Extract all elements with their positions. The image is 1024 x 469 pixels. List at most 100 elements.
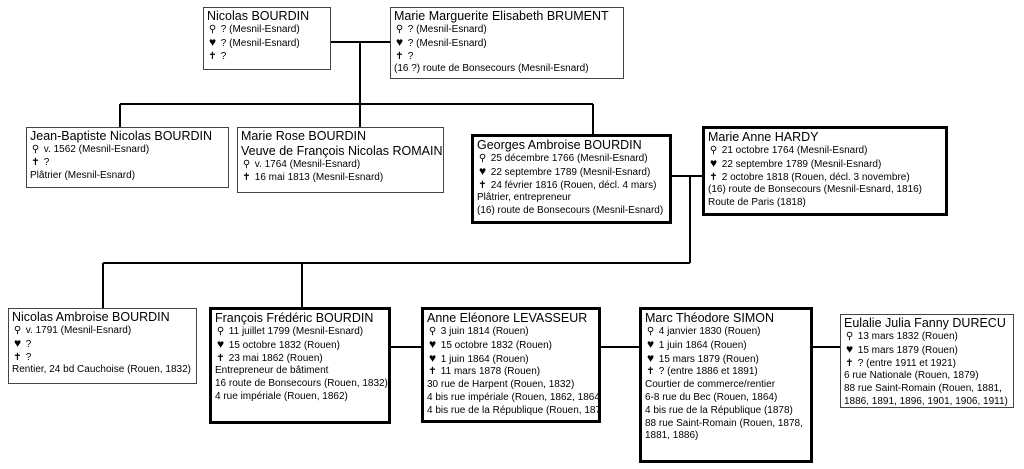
address-value-3: 88 rue Saint-Romain (Rouen, 1878, 1881, … <box>645 417 803 442</box>
birth-icon: ⚲ <box>208 24 217 35</box>
marriage-icon: ♥ <box>428 336 437 351</box>
marriage-icon: ♥ <box>646 336 655 351</box>
address-value-3: 4 bis rue de la République (Rouen, 1878) <box>427 404 601 416</box>
address-value-2: 4 bis rue impériale (Rouen, 1862, 1864) <box>427 391 601 403</box>
occupation-value: Plâtrier (Mesnil-Esnard) <box>30 169 136 181</box>
birth-icon: ⚲ <box>478 153 487 164</box>
death-value: ? <box>220 50 227 62</box>
birth-icon: ⚲ <box>31 144 40 155</box>
death-icon: ✝ <box>478 179 487 191</box>
marriage-icon: ♥ <box>395 34 404 49</box>
person-box-francois-bourdin[interactable]: François Frédéric BOURDIN ⚲ 11 juillet 1… <box>209 307 391 424</box>
marriage-value: ? (Mesnil-Esnard) <box>220 37 300 49</box>
marriage-icon: ♥ <box>478 163 487 178</box>
marriage-value-1: 15 octobre 1832 (Rouen) <box>440 339 552 351</box>
person-name: Marie Anne HARDY <box>708 130 819 144</box>
person-name: Marie Marguerite Elisabeth BRUMENT <box>394 9 609 23</box>
birth-icon: ⚲ <box>709 145 718 156</box>
person-name: Anne Eléonore LEVASSEUR <box>427 311 588 325</box>
birth-icon: ⚲ <box>242 159 251 170</box>
marriage-icon: ♥ <box>646 350 655 365</box>
person-name: Marie Rose BOURDIN <box>241 129 367 143</box>
person-box-jean-baptiste-bourdin[interactable]: Jean-Baptiste Nicolas BOURDIN ⚲ v. 1562 … <box>26 127 229 188</box>
birth-icon: ⚲ <box>216 326 225 337</box>
death-icon: ✝ <box>395 50 404 62</box>
marriage-icon: ♥ <box>845 341 854 356</box>
person-box-marie-rose-bourdin[interactable]: Marie Rose BOURDIN Veuve de François Nic… <box>237 127 444 193</box>
birth-value: 11 juillet 1799 (Mesnil-Esnard) <box>228 326 364 337</box>
death-icon: ✝ <box>646 366 655 378</box>
birth-icon: ⚲ <box>13 325 22 336</box>
person-box-nicolas-bourdin[interactable]: Nicolas BOURDIN ⚲ ? (Mesnil-Esnard) ♥ ? … <box>203 7 331 70</box>
address-value: (16 ?) route de Bonsecours (Mesnil-Esnar… <box>394 63 589 75</box>
death-value: ? <box>25 351 32 363</box>
marriage-value-2: 15 mars 1879 (Rouen) <box>658 353 759 365</box>
birth-value: 13 mars 1832 (Rouen) <box>857 331 958 342</box>
death-value: ? (entre 1886 et 1891) <box>658 366 758 378</box>
marriage-value: ? (Mesnil-Esnard) <box>407 37 487 49</box>
death-value: ? <box>407 50 414 62</box>
death-value: 11 mars 1878 (Rouen) <box>440 366 541 378</box>
marriage-value: 15 mars 1879 (Rouen) <box>857 344 958 356</box>
birth-icon: ⚲ <box>395 24 404 35</box>
address-value-1: 6 rue Nationale (Rouen, 1879) <box>844 370 979 382</box>
death-icon: ✝ <box>208 50 217 62</box>
birth-value: 4 janvier 1830 (Rouen) <box>658 326 761 337</box>
person-box-marie-marguerite-brument[interactable]: Marie Marguerite Elisabeth BRUMENT ⚲ ? (… <box>390 7 624 79</box>
person-name: Eulalie Julia Fanny DURECU <box>844 316 1006 330</box>
address-value-1: 6-8 rue du Bec (Rouen, 1864) <box>645 391 778 403</box>
death-value: 2 octobre 1818 (Rouen, décl. 3 novembre) <box>721 171 910 183</box>
birth-icon: ⚲ <box>845 331 854 342</box>
address-value-2: 4 rue impériale (Rouen, 1862) <box>215 390 348 402</box>
marriage-value: 22 septembre 1789 (Mesnil-Esnard) <box>490 166 651 178</box>
person-name: Nicolas BOURDIN <box>207 9 310 23</box>
birth-value: 25 décembre 1766 (Mesnil-Esnard) <box>490 153 648 164</box>
marriage-value: 22 septembre 1789 (Mesnil-Esnard) <box>721 158 882 170</box>
person-box-marc-simon[interactable]: Marc Théodore SIMON ⚲ 4 janvier 1830 (Ro… <box>639 307 813 463</box>
marriage-icon: ♥ <box>709 155 718 170</box>
marriage-value-1: 1 juin 1864 (Rouen) <box>658 339 747 351</box>
person-box-anne-levasseur[interactable]: Anne Eléonore LEVASSEUR ⚲ 3 juin 1814 (R… <box>421 307 601 423</box>
person-box-georges-bourdin[interactable]: Georges Ambroise BOURDIN ⚲ 25 décembre 1… <box>471 134 672 224</box>
death-icon: ✝ <box>242 171 251 183</box>
marriage-value: ? <box>25 338 32 350</box>
marriage-icon: ♥ <box>13 335 22 350</box>
person-box-eulalie-durecu[interactable]: Eulalie Julia Fanny DURECU ⚲ 13 mars 183… <box>840 314 1014 408</box>
marriage-value-2: 1 juin 1864 (Rouen) <box>440 353 529 365</box>
birth-value: v. 1764 (Mesnil-Esnard) <box>254 159 361 170</box>
marriage-icon: ♥ <box>216 336 225 351</box>
person-name-widow: Veuve de François Nicolas ROMAIN <box>241 144 443 158</box>
birth-icon: ⚲ <box>646 326 655 337</box>
address-value-1: 30 rue de Harpent (Rouen, 1832) <box>427 379 575 391</box>
death-icon: ✝ <box>13 351 22 363</box>
address-value-2: Route de Paris (1818) <box>708 197 806 209</box>
death-icon: ✝ <box>216 352 225 364</box>
address-value: (16) route de Bonsecours (Mesnil-Esnard) <box>477 205 664 217</box>
person-box-marie-anne-hardy[interactable]: Marie Anne HARDY ⚲ 21 octobre 1764 (Mesn… <box>702 126 948 216</box>
birth-value: v. 1791 (Mesnil-Esnard) <box>25 325 132 336</box>
death-icon: ✝ <box>428 366 437 378</box>
marriage-value: 15 octobre 1832 (Rouen) <box>228 339 340 351</box>
person-name: Georges Ambroise BOURDIN <box>477 138 642 152</box>
person-name: Nicolas Ambroise BOURDIN <box>12 310 170 324</box>
occupation-value: Courtier de commerce/rentier <box>645 379 776 391</box>
address-value-1: 16 route de Bonsecours (Rouen, 1832) <box>215 378 388 390</box>
address-value-2: 4 bis rue de la République (1878) <box>645 404 793 416</box>
occupation-value: Entrepreneur de bâtiment <box>215 365 329 377</box>
death-icon: ✝ <box>31 156 40 168</box>
death-value: 23 mai 1862 (Rouen) <box>228 352 323 364</box>
birth-value: 3 juin 1814 (Rouen) <box>440 326 529 337</box>
occupation-value: Rentier, 24 bd Cauchoise (Rouen, 1832) <box>12 364 192 376</box>
death-value: ? (entre 1911 et 1921) <box>857 357 956 369</box>
person-name: Marc Théodore SIMON <box>645 311 774 325</box>
birth-icon: ⚲ <box>428 326 437 337</box>
birth-value: v. 1562 (Mesnil-Esnard) <box>43 144 150 155</box>
birth-value: ? (Mesnil-Esnard) <box>407 24 487 35</box>
death-icon: ✝ <box>845 357 854 369</box>
person-box-nicolas-ambroise-bourdin[interactable]: Nicolas Ambroise BOURDIN ⚲ v. 1791 (Mesn… <box>8 308 197 384</box>
address-value-2: 88 rue Saint-Romain (Rouen, 1881, 1886, … <box>844 383 1008 407</box>
marriage-icon: ♥ <box>428 350 437 365</box>
death-value: ? <box>43 156 50 168</box>
occupation-value: Plâtrier, entrepreneur <box>477 192 571 204</box>
